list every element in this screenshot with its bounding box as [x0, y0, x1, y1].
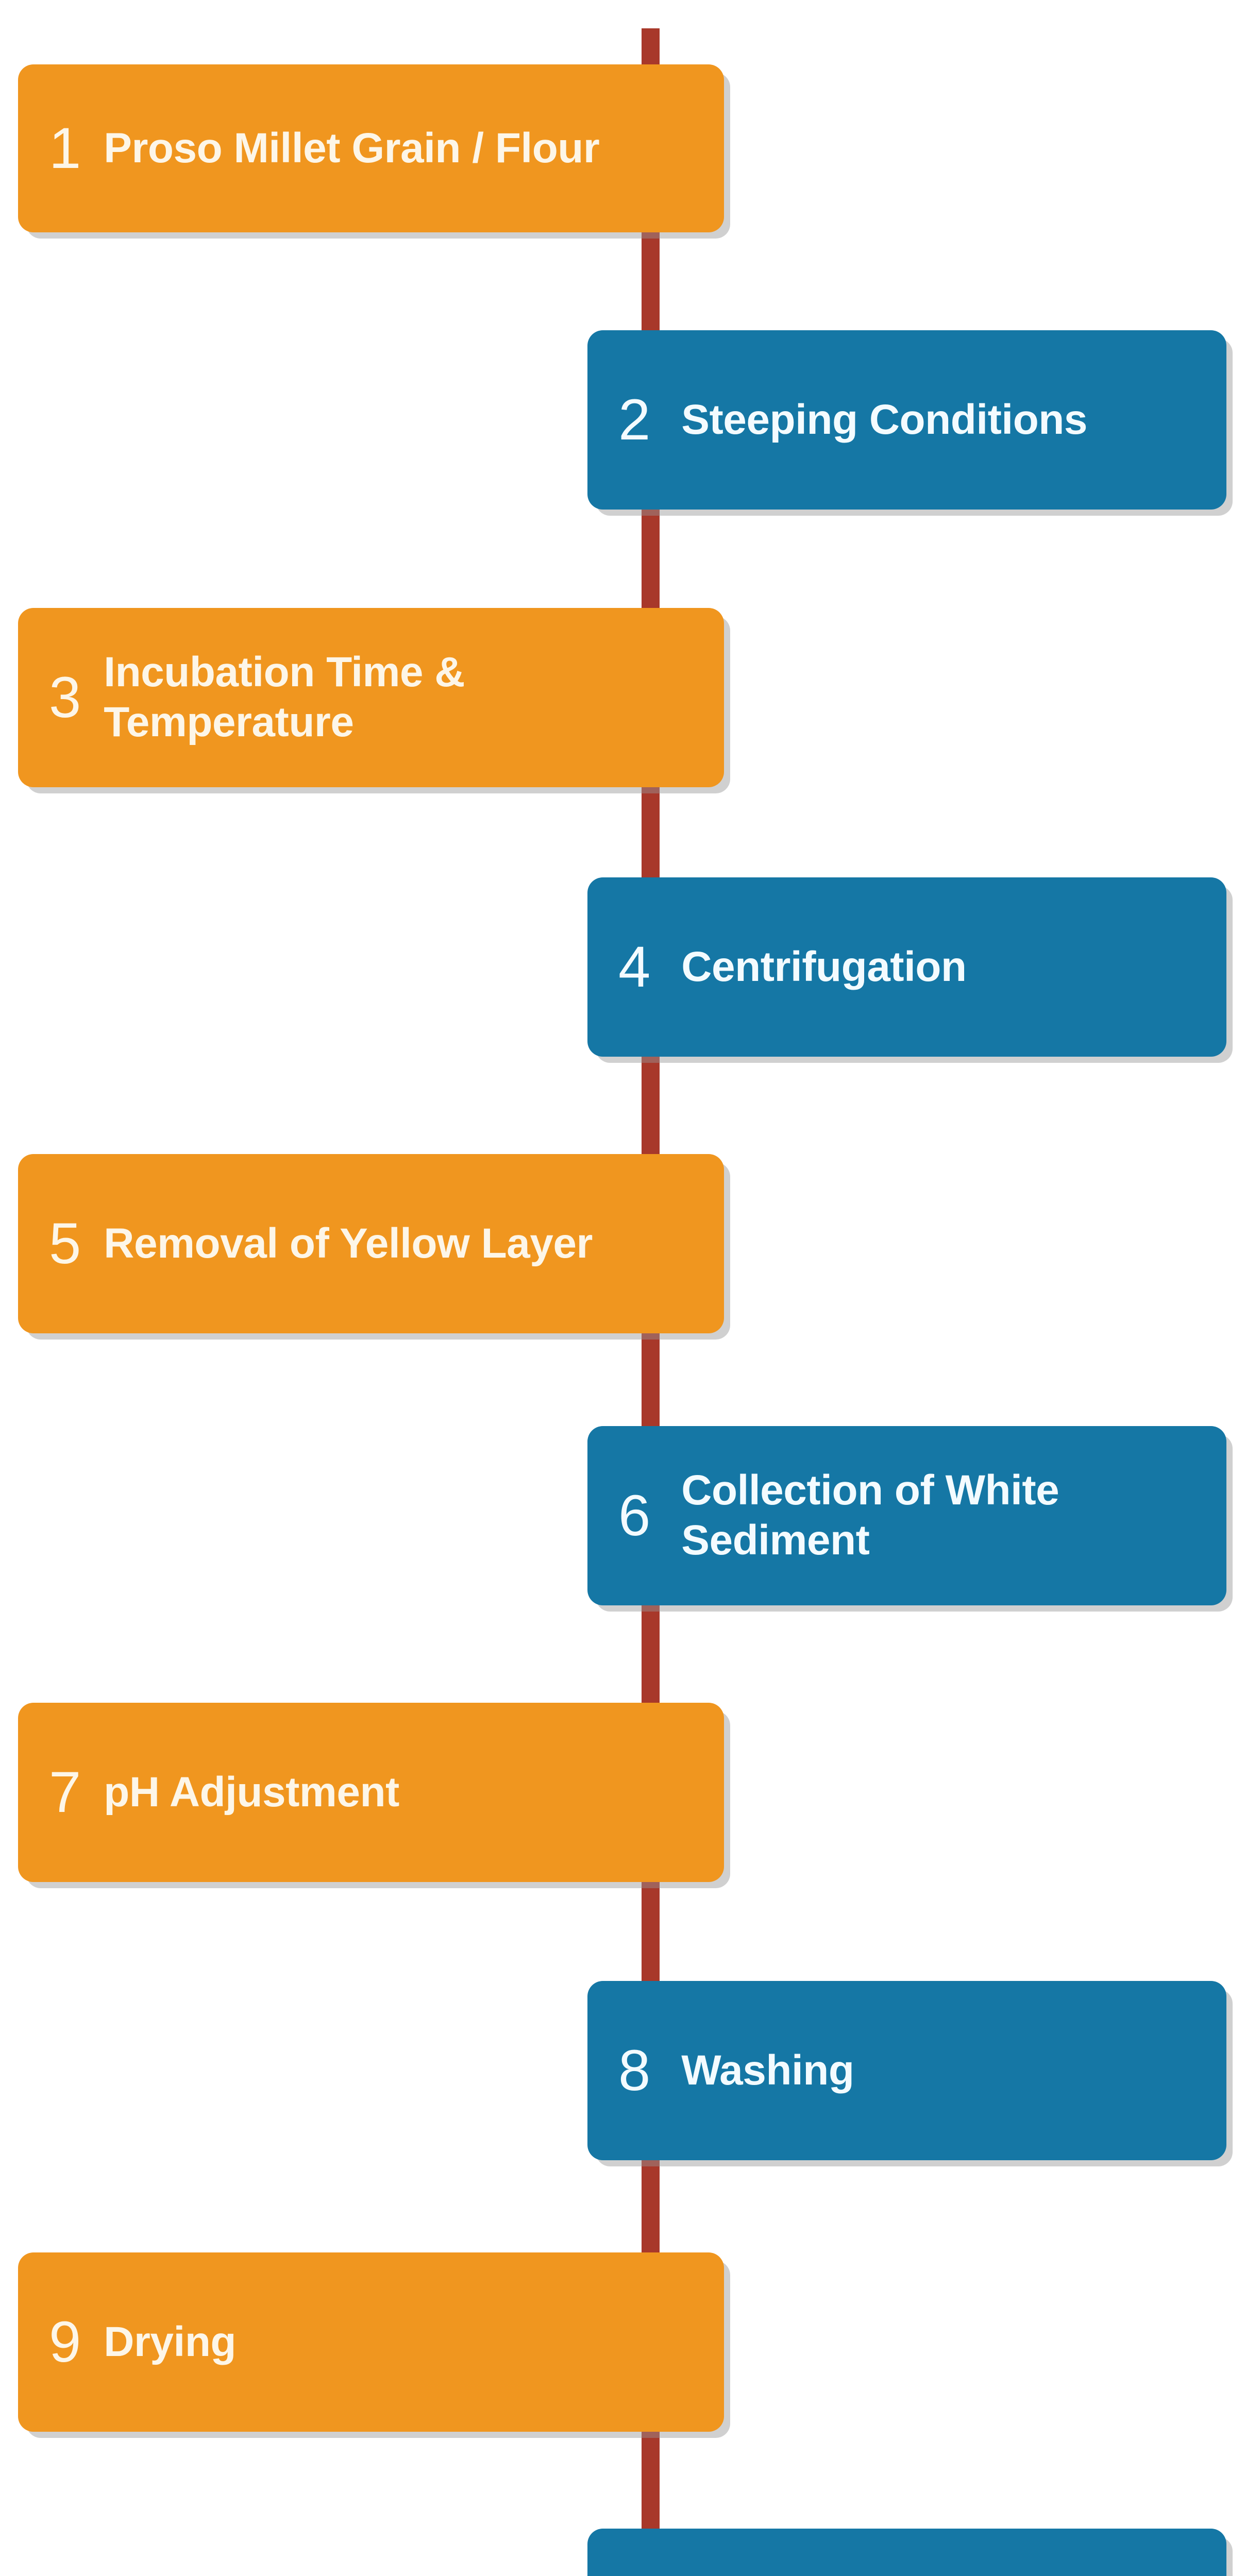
step-label-4: Centrifugation: [681, 942, 1206, 992]
step-label-1: Proso Millet Grain / Flour: [104, 124, 703, 174]
step-box-1[interactable]: 1 Proso Millet Grain / Flour: [18, 64, 724, 232]
step-number-3: 3: [49, 665, 81, 730]
step-box-3[interactable]: 3 Incubation Time & Temperature: [18, 608, 724, 787]
step-label-5-line-1: Removal of Yellow Layer: [104, 1219, 593, 1267]
step-label-1-line-1: Proso Millet Grain / Flour: [104, 124, 600, 172]
step-label-7: pH Adjustment: [104, 1768, 703, 1818]
step-box-7[interactable]: 7 pH Adjustment: [18, 1703, 724, 1882]
step-box-2[interactable]: 2 Steeping Conditions: [587, 330, 1226, 510]
step-number-4: 4: [618, 935, 651, 999]
step-label-8: Washing: [681, 2046, 1206, 2096]
step-label-6-line-1: Collection of White: [681, 1467, 1059, 1514]
step-box-6[interactable]: 6 Collection of White Sediment: [587, 1426, 1226, 1605]
step-number-2: 2: [618, 387, 651, 452]
step-label-3-line-2: Temperature: [104, 699, 354, 745]
step-number-6: 6: [618, 1483, 651, 1548]
step-label-9: Drying: [104, 2317, 703, 2367]
step-box-10[interactable]: 10 Proso Millet Starch: [587, 2529, 1226, 2576]
step-label-6-line-2: Sediment: [681, 1517, 870, 1564]
step-label-9-line-1: Drying: [104, 2318, 236, 2365]
step-number-1: 1: [49, 116, 81, 180]
step-label-5: Removal of Yellow Layer: [104, 1219, 703, 1269]
step-box-4[interactable]: 4 Centrifugation: [587, 877, 1226, 1057]
step-box-5[interactable]: 5 Removal of Yellow Layer: [18, 1154, 724, 1333]
step-label-7-line-1: pH Adjustment: [104, 1768, 399, 1816]
step-number-5: 5: [49, 1211, 81, 1276]
step-label-3-line-1: Incubation Time &: [104, 649, 465, 696]
step-box-9[interactable]: 9 Drying: [18, 2252, 724, 2432]
step-label-3: Incubation Time & Temperature: [104, 648, 703, 748]
step-label-4-line-1: Centrifugation: [681, 943, 967, 990]
step-label-8-line-1: Washing: [681, 2046, 854, 2094]
step-number-8: 8: [618, 2038, 651, 2103]
step-label-6: Collection of White Sediment: [681, 1466, 1206, 1566]
step-label-2: Steeping Conditions: [681, 395, 1206, 445]
step-number-9: 9: [49, 2310, 81, 2374]
step-label-2-line-1: Steeping Conditions: [681, 396, 1087, 443]
step-box-8[interactable]: 8 Washing: [587, 1981, 1226, 2160]
step-number-7: 7: [49, 1760, 81, 1824]
